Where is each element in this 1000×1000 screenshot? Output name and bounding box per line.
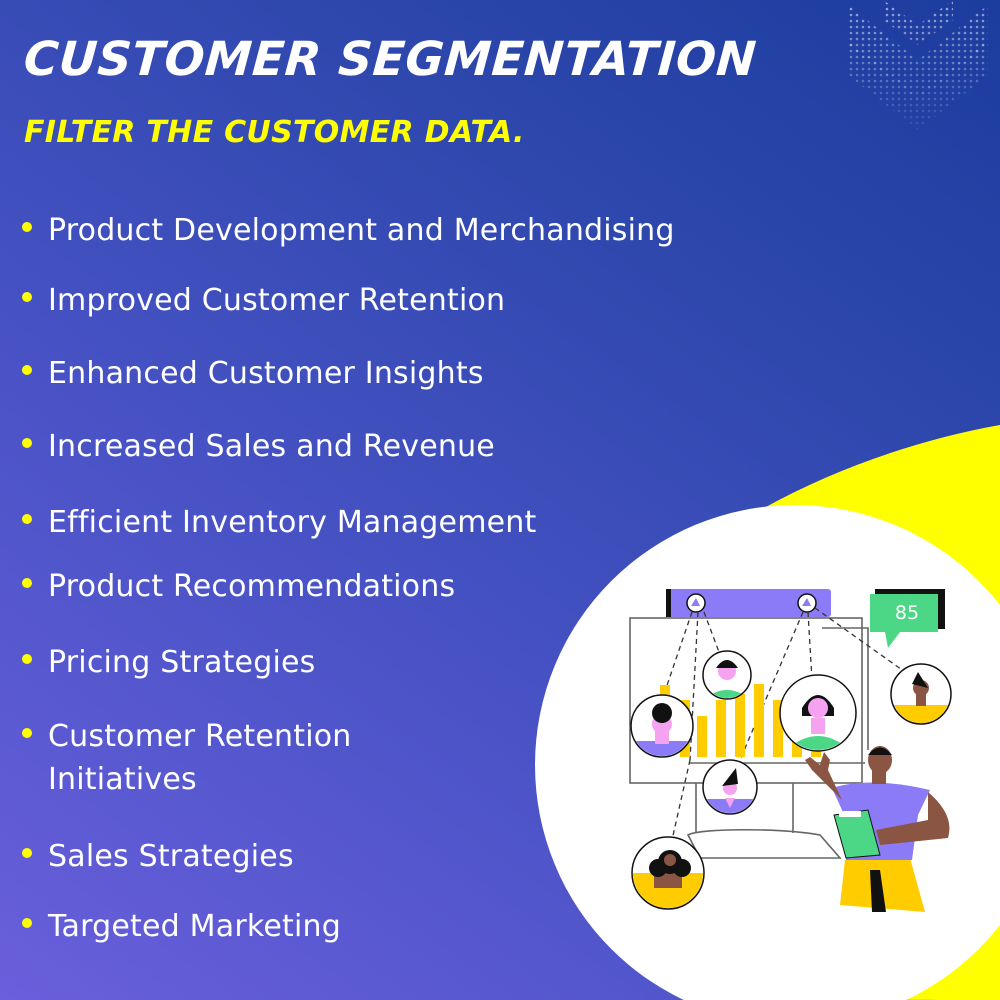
list-item-label: Sales Strategies [48,839,294,874]
list-item-label: Pricing Strategies [48,645,316,680]
list-item: Improved Customer Retention [22,279,505,322]
list-item: Enhanced Customer Insights [22,352,484,395]
presenter-figure [805,746,950,912]
bullet-icon [22,728,32,738]
search-bar [668,589,831,617]
bullet-icon [22,365,32,375]
white-circle-backdrop [535,505,1000,1000]
list-item-label: Efficient Inventory Management [48,505,537,540]
list-item-label: Targeted Marketing [48,909,341,944]
bullet-icon [22,514,32,524]
svg-text:85: 85 [895,602,919,624]
bullet-icon [22,292,32,302]
bullet-icon [22,222,32,232]
list-item: Product Recommendations [22,565,455,608]
bullet-icon [22,654,32,664]
dotted-w-logo-icon [848,0,988,130]
list-item-label: Increased Sales and Revenue [48,429,495,464]
list-item-label: Improved Customer Retention [48,283,506,318]
list-item: Pricing Strategies [22,641,315,684]
list-item: Customer Retention Initiatives [22,715,352,801]
list-item: Sales Strategies [22,835,294,878]
score-badge: 85 [870,594,938,648]
list-item-label: Product Development and Merchandising [48,213,675,248]
list-item-label-line2: Initiatives [48,762,197,797]
bullet-icon [22,918,32,928]
bullet-icon [22,848,32,858]
list-item-label: Customer Retention Initiatives [48,715,352,801]
avatar-icon [702,650,752,700]
avatar-icon [779,674,857,752]
avatar-icon [630,694,694,758]
page-subtitle: FILTER THE CUSTOMER DATA. [24,115,525,150]
list-item-label: Enhanced Customer Insights [48,356,484,391]
list-item-label: Product Recommendations [48,569,456,604]
avatar-icon [702,759,758,815]
bullet-icon [22,578,32,588]
connector-lines [661,607,906,841]
list-item: Efficient Inventory Management [22,501,536,544]
bullet-icon [22,438,32,448]
avatar-icon [890,663,952,725]
list-item: Targeted Marketing [22,905,341,948]
list-item-label-line1: Customer Retention [48,719,352,754]
list-item: Increased Sales and Revenue [22,425,495,468]
list-item: Product Development and Merchandising [22,209,675,252]
